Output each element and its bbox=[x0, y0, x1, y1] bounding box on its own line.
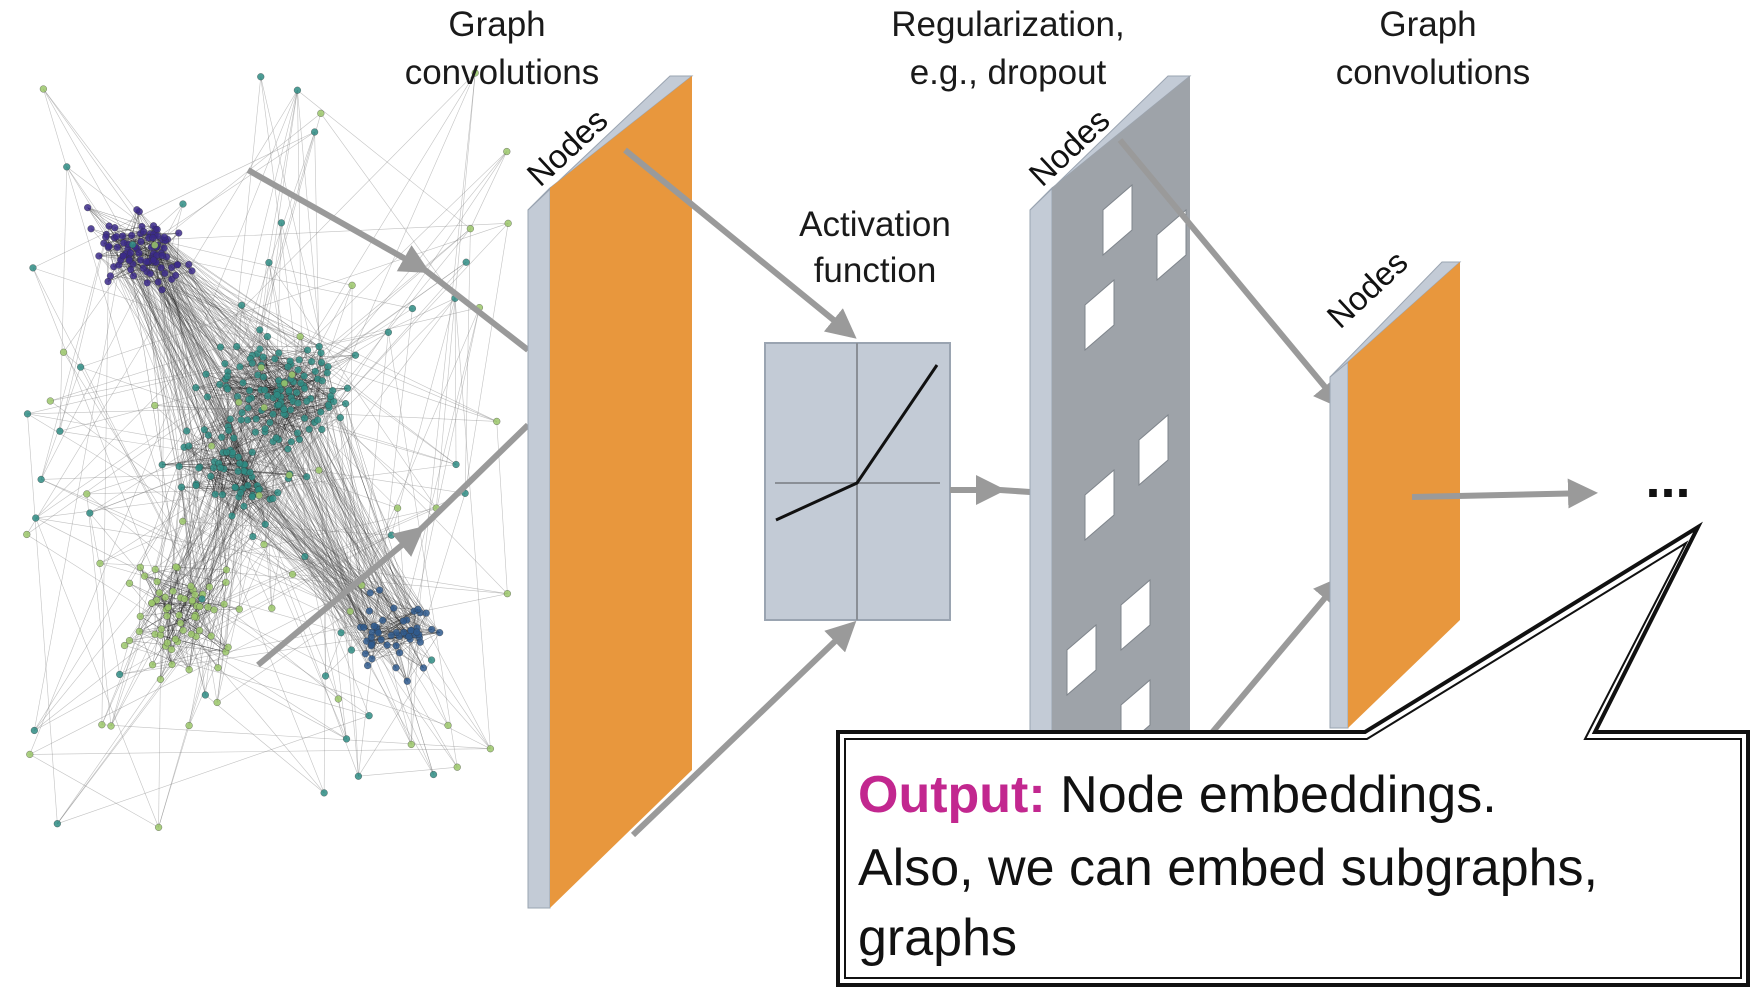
svg-text:Activation: Activation bbox=[799, 205, 951, 244]
activation-arrows bbox=[623, 147, 857, 838]
input-arrows bbox=[246, 167, 531, 668]
svg-text:Graph: Graph bbox=[1379, 5, 1476, 44]
dropout-arrow bbox=[950, 475, 1031, 505]
output-arrow bbox=[1411, 478, 1598, 509]
activation-function-box bbox=[764, 342, 951, 621]
svg-text:Graph: Graph bbox=[448, 5, 545, 44]
dropout-layer: Nodes bbox=[1022, 75, 1192, 909]
label-graph-conv-2: Graph convolutions bbox=[1336, 5, 1531, 92]
svg-text:function: function bbox=[814, 251, 937, 290]
graph-conv-layer-2: Nodes bbox=[1320, 243, 1462, 729]
callout-line-1: Output: Node embeddings. bbox=[858, 766, 1497, 824]
graph-edges bbox=[26, 72, 509, 828]
callout-line-2: Also, we can embed subgraphs, bbox=[858, 839, 1598, 897]
label-regularization: Regularization, e.g., dropout bbox=[891, 5, 1124, 92]
callout-line-1-rest: Node embeddings. bbox=[1046, 766, 1497, 824]
svg-text:convolutions: convolutions bbox=[1336, 53, 1531, 92]
label-activation: Activation function bbox=[799, 205, 951, 290]
svg-text:Regularization,: Regularization, bbox=[891, 5, 1124, 44]
output-callout: Output: Node embeddings. Also, we can em… bbox=[836, 521, 1750, 987]
svg-text:e.g., dropout: e.g., dropout bbox=[910, 53, 1107, 92]
label-graph-conv-1: Graph convolutions bbox=[405, 5, 600, 92]
graph-conv-layer-1: Nodes bbox=[520, 75, 694, 909]
input-graph bbox=[23, 69, 512, 831]
layer2-arrows bbox=[1117, 138, 1344, 737]
ellipsis: ... bbox=[1645, 449, 1690, 509]
callout-line-3: graphs bbox=[858, 909, 1017, 967]
svg-text:convolutions: convolutions bbox=[405, 53, 600, 92]
callout-key: Output: bbox=[858, 766, 1046, 824]
